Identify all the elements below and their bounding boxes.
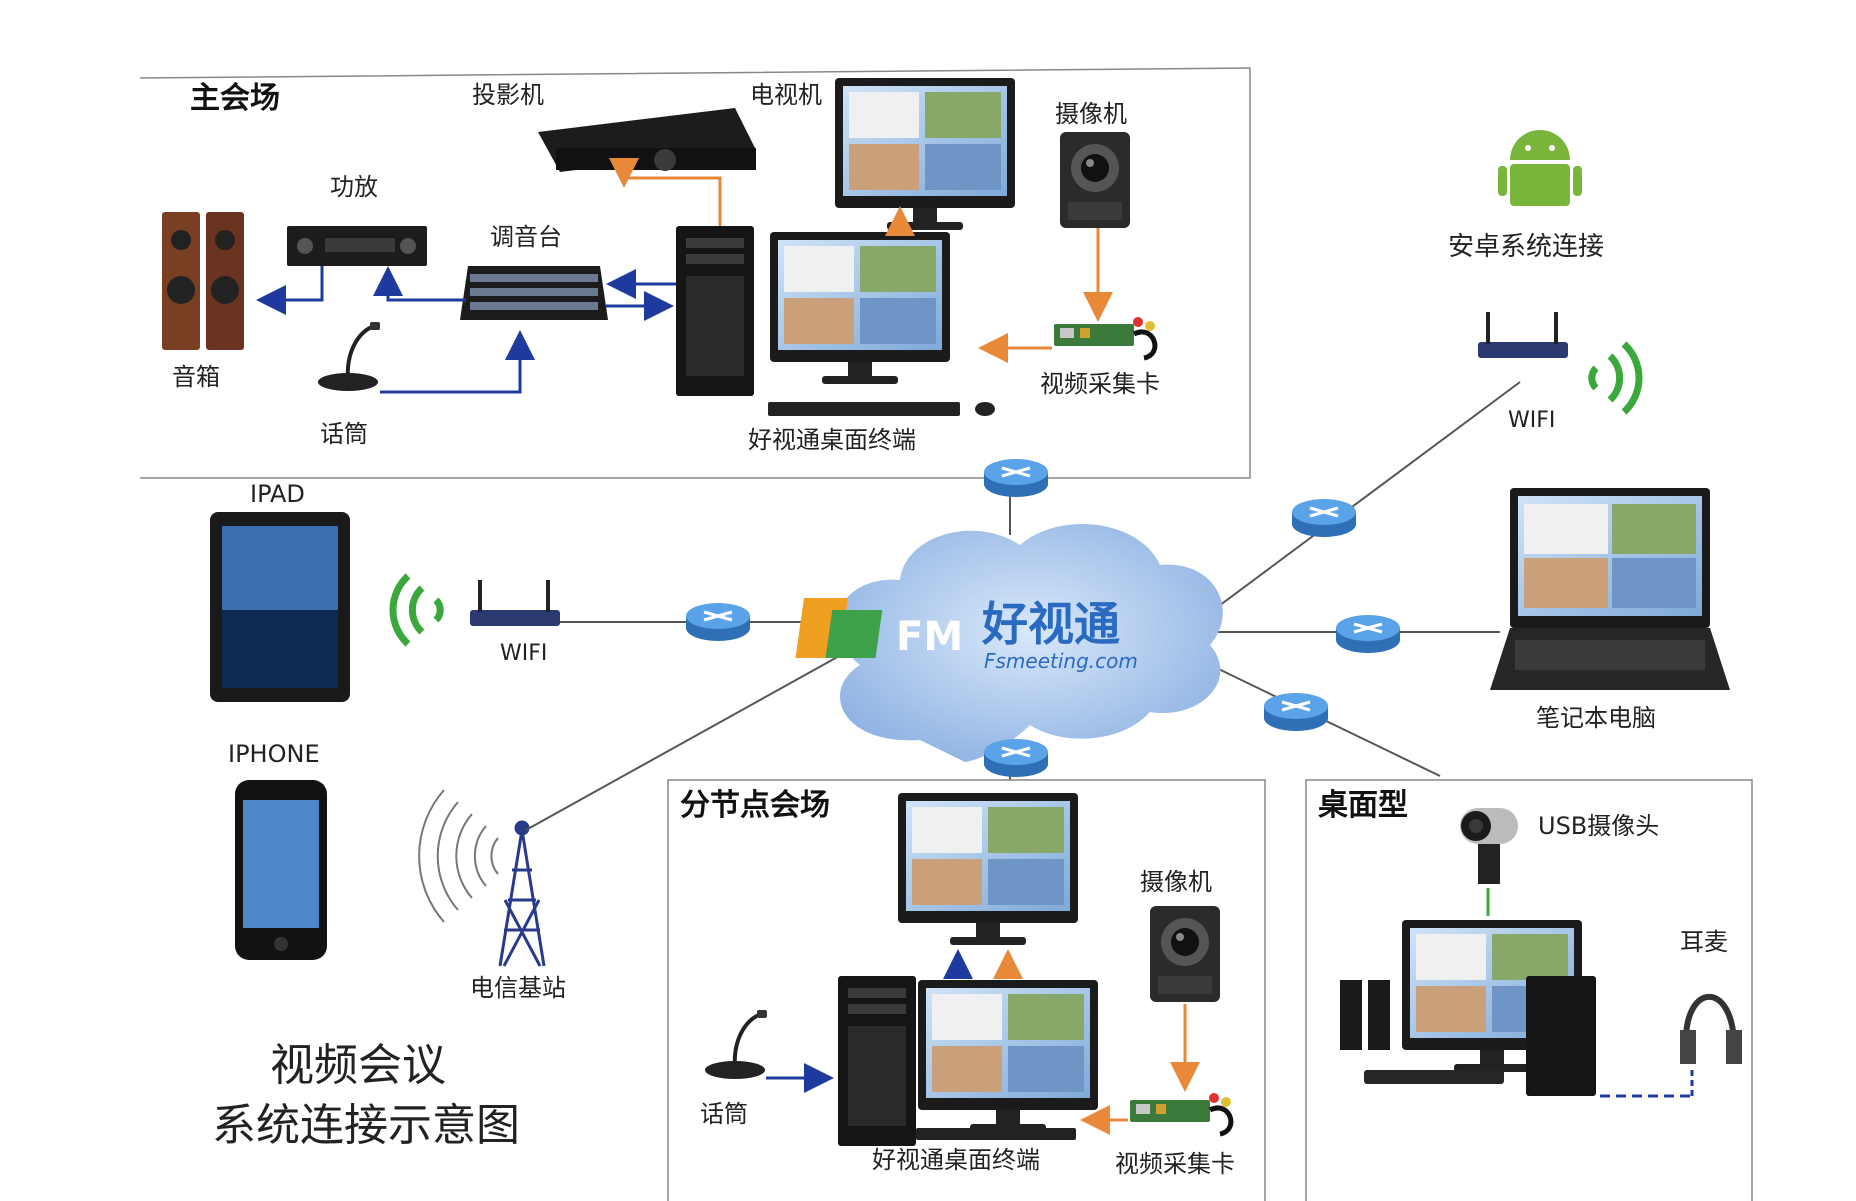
caption-line2: 系统连接示意图 (212, 1100, 520, 1151)
branch-capture-card-label: 视频采集卡 (1115, 1150, 1235, 1178)
branch-camera-label: 摄像机 (1140, 868, 1212, 896)
tv-label: 电视机 (750, 81, 822, 109)
branch-camera-icon (1150, 906, 1220, 1002)
microphone-label: 话筒 (320, 420, 368, 448)
desktop-type-box (1305, 779, 1753, 1201)
brand-logo-text: FM (896, 614, 963, 660)
mixer-icon (460, 266, 608, 320)
headset-icon (1680, 993, 1742, 1064)
branch-microphone-icon (703, 1008, 769, 1081)
android-label: 安卓系统连接 (1448, 232, 1604, 262)
usb-camera-icon (1460, 808, 1518, 884)
base-station-icon (498, 820, 546, 967)
brand-logo-icon: FM (795, 598, 963, 660)
microphone-icon (316, 320, 382, 393)
branch-terminal-label: 好视通桌面终端 (872, 1146, 1040, 1174)
speaker-icon (162, 212, 244, 350)
wifi-router-right-icon (1478, 312, 1568, 358)
speaker-label: 音箱 (172, 363, 220, 391)
projector-icon (538, 108, 756, 172)
main-venue-box (139, 67, 1251, 479)
wifi-right-label: WIFI (1508, 408, 1555, 433)
usb-camera-label: USB摄像头 (1538, 812, 1659, 840)
amplifier-label: 功放 (330, 173, 378, 201)
cell-signal-icon (418, 789, 499, 923)
branch-pc-tower-icon (838, 976, 916, 1146)
brand-name: 好视通 (981, 597, 1120, 651)
branch-venue-title: 分节点会场 (680, 788, 830, 823)
terminal-label: 好视通桌面终端 (748, 426, 916, 454)
desktop-cable-links (1600, 1070, 1694, 1098)
main-venue-title: 主会场 (190, 81, 280, 116)
brand-domain: Fsmeeting.com (984, 649, 1138, 673)
cloud-icon (836, 523, 1223, 762)
capture-card-label: 视频采集卡 (1040, 370, 1160, 398)
router-icon-bottom (982, 737, 1050, 779)
branch-terminal-monitor-icon (918, 980, 1098, 1132)
wifi-signal-left-icon (389, 573, 444, 647)
mixer-label: 调音台 (490, 223, 562, 251)
laptop-label: 笔记本电脑 (1536, 704, 1656, 732)
ipad-icon (210, 512, 350, 702)
wifi-signal-right-icon (1588, 341, 1643, 415)
branch-venue-arrows (766, 949, 1200, 1135)
tv-monitor-icon (835, 78, 1015, 230)
keyboard-icon (768, 402, 995, 416)
branch-tv-icon (898, 793, 1078, 945)
base-station-label: 电信基站 (470, 974, 566, 1002)
caption-line1: 视频会议 (270, 1040, 446, 1091)
wifi-left-label: WIFI (500, 641, 547, 666)
camera-icon (1060, 132, 1130, 228)
branch-keyboard-icon (916, 1128, 1076, 1140)
wifi-router-left-icon (470, 580, 560, 626)
router-icon-left (684, 601, 752, 643)
projector-label: 投影机 (472, 81, 544, 109)
android-icon (1498, 130, 1582, 206)
capture-card-icon (1054, 317, 1155, 358)
branch-capture-card-icon (1130, 1093, 1231, 1134)
main-venue-arrows (256, 158, 1113, 394)
iphone-icon (235, 780, 327, 960)
router-icon-right (1334, 613, 1402, 655)
branch-venue-box (667, 779, 1266, 1201)
headset-label: 耳麦 (1680, 928, 1728, 956)
desktop-type-title: 桌面型 (1318, 788, 1408, 823)
pc-tower-icon (676, 226, 754, 396)
ipad-label: IPAD (250, 480, 305, 508)
amplifier-icon (287, 226, 427, 266)
laptop-icon (1490, 488, 1730, 690)
terminal-monitor-icon (770, 232, 950, 384)
desktop-pc-icon (1340, 920, 1596, 1096)
router-icon-top (982, 457, 1050, 499)
router-icon-upper-right (1290, 497, 1358, 539)
camera-label: 摄像机 (1055, 100, 1127, 128)
router-icon-lower-right (1262, 691, 1330, 733)
branch-microphone-label: 话筒 (700, 1100, 748, 1128)
iphone-label: IPHONE (228, 740, 320, 768)
